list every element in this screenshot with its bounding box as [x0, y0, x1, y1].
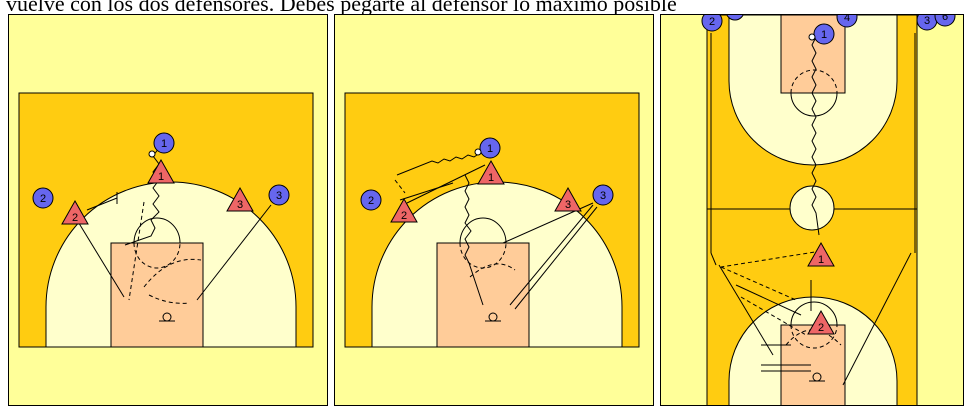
half-court-1: 1 2 3 1 2 3 [18, 92, 314, 348]
defense-player-3: 3 [554, 186, 582, 212]
offense-player-3: 3 [592, 184, 614, 206]
offense-player-2: 2 [701, 15, 723, 32]
svg-text:1: 1 [818, 254, 824, 266]
svg-text:3: 3 [276, 190, 282, 202]
diagram-panel-1: 1 2 3 1 2 3 [8, 14, 328, 406]
svg-text:3: 3 [237, 199, 243, 211]
defense-player-1: 1 [147, 158, 175, 184]
svg-text:2: 2 [401, 210, 407, 222]
svg-text:6: 6 [942, 15, 948, 23]
svg-text:3: 3 [600, 190, 606, 202]
svg-text:2: 2 [818, 322, 824, 334]
svg-text:2: 2 [709, 16, 715, 28]
offense-player-3: 3 [916, 15, 938, 31]
drill-caption: vuelve con los dos defensores. Debes peg… [6, 0, 677, 16]
svg-text:2: 2 [72, 212, 78, 224]
offense-player-partial [726, 15, 744, 21]
offense-player-4: 4 [836, 15, 858, 28]
defense-player-1: 1 [477, 159, 505, 185]
offense-player-1: 1 [153, 132, 175, 154]
offense-player-2: 2 [360, 189, 382, 211]
offense-player-1: 1 [479, 137, 501, 159]
svg-text:1: 1 [161, 138, 167, 150]
half-court-2: 1 2 3 1 2 3 [344, 92, 640, 348]
defense-player-1: 1 [807, 241, 835, 267]
defense-player-2: 2 [807, 309, 835, 335]
full-court-3: 2 1 4 3 6 1 2 [701, 15, 956, 405]
svg-text:2: 2 [40, 193, 46, 205]
ball-icon [474, 148, 482, 156]
svg-text:1: 1 [487, 143, 493, 155]
svg-text:4: 4 [844, 15, 850, 24]
svg-text:3: 3 [924, 15, 930, 27]
diagram-panel-3: 2 1 4 3 6 1 2 [660, 14, 964, 406]
svg-text:1: 1 [821, 29, 827, 41]
ball-icon [808, 33, 816, 41]
defense-player-2: 2 [390, 197, 418, 223]
svg-text:3: 3 [565, 199, 571, 211]
offense-player-6: 6 [934, 15, 956, 27]
svg-text:1: 1 [158, 171, 164, 183]
defense-player-2: 2 [61, 199, 89, 225]
diagram-panel-2: 1 2 3 1 2 3 [334, 14, 654, 406]
offense-player-3: 3 [268, 184, 290, 206]
svg-text:1: 1 [488, 172, 494, 184]
offense-player-2: 2 [32, 187, 54, 209]
offense-player-1: 1 [813, 23, 835, 45]
defense-player-3: 3 [226, 186, 254, 212]
svg-text:2: 2 [368, 195, 374, 207]
ball-icon [148, 150, 156, 158]
